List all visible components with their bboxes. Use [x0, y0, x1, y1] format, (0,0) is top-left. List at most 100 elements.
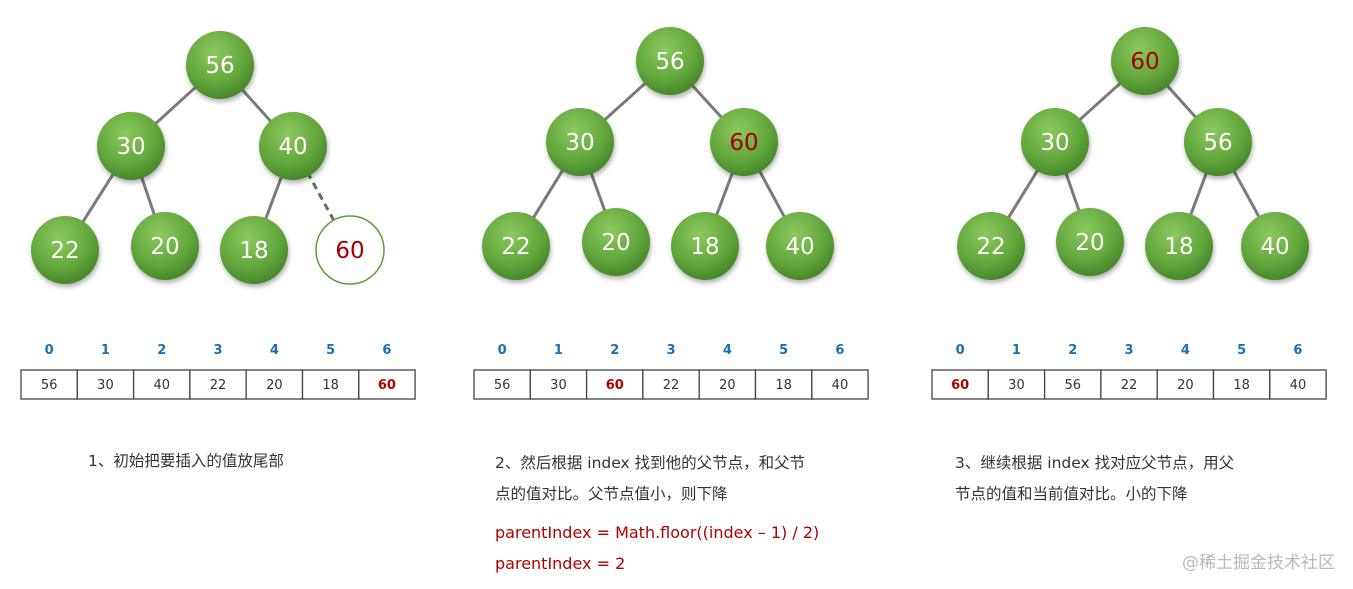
node-circle: [97, 112, 165, 180]
array-index: 4: [270, 343, 279, 358]
array-cell-value: 56: [494, 378, 511, 393]
node-value: 22: [501, 234, 530, 260]
panel-2-description: 2、然后根据 index 找到他的父节点，和父节 点的值对比。父节点值小，则下降: [495, 448, 805, 510]
tree-edge: [1231, 167, 1262, 221]
node-value: 22: [976, 234, 1005, 260]
array-index: 2: [157, 343, 166, 358]
node-circle: [1145, 212, 1213, 280]
node-value: 18: [1164, 234, 1193, 260]
tree-edge: [79, 170, 117, 226]
description-line: 点的值对比。父节点值小，则下降: [495, 485, 728, 503]
node-value: 30: [116, 134, 145, 160]
node-circle: [220, 216, 288, 284]
node-value: 22: [50, 238, 79, 264]
array-cell: [1156, 369, 1215, 400]
node-value: 20: [150, 234, 179, 260]
tree-edge-dashed: [306, 171, 337, 225]
array-cell-value: 18: [1233, 378, 1250, 393]
tree-edge: [1188, 169, 1209, 219]
node-value: 60: [729, 130, 758, 156]
tree-edge: [689, 82, 725, 121]
tree-edge: [1076, 79, 1124, 124]
array-cell-value: 60: [378, 378, 396, 393]
node-circle: [957, 212, 1025, 280]
array-cell: [931, 369, 989, 400]
tree-node-new: 60: [315, 215, 385, 285]
panel-2-code: parentIndex = Math.floor((index – 1) / 2…: [495, 517, 819, 579]
tree-node: 56: [1184, 108, 1252, 176]
tree-node: 40: [1241, 212, 1309, 280]
array-cell: [811, 369, 869, 400]
tree-node: 30: [546, 108, 614, 176]
tree-node: 60: [710, 108, 778, 176]
tree-edge: [756, 167, 788, 221]
node-value: 18: [239, 238, 268, 264]
node-circle: [31, 216, 99, 284]
array-cell-value: 18: [775, 378, 792, 393]
array-cell: [132, 369, 191, 400]
array-cell-value: 18: [322, 378, 339, 393]
node-circle: [766, 212, 834, 280]
node-circle: [1184, 108, 1252, 176]
tree-edge: [601, 79, 649, 124]
node-value: 56: [205, 53, 234, 79]
array-cell-value: 56: [1064, 378, 1081, 393]
array-cell: [358, 369, 416, 400]
array-cell-value: 22: [663, 378, 680, 393]
watermark: @稀土掘金技术社区: [1182, 553, 1335, 573]
node-circle: [546, 108, 614, 176]
description-line: 3、继续根据 index 找对应父节点，用父: [955, 454, 1235, 472]
array-cell: [189, 369, 247, 400]
array-index: 3: [667, 343, 676, 358]
array-index: 2: [1068, 343, 1077, 358]
node-circle: [186, 31, 254, 99]
tree-node: 40: [259, 112, 327, 180]
node-circle: [315, 215, 385, 285]
tree-node: 22: [482, 212, 550, 280]
array-index: 6: [382, 343, 391, 358]
code-line: parentIndex = 2: [495, 554, 626, 573]
tree-node: 20: [582, 208, 650, 276]
node-circle: [710, 108, 778, 176]
node-value: 60: [1130, 49, 1159, 75]
array-index: 5: [326, 343, 335, 358]
array-cell-value: 56: [41, 378, 58, 393]
description-line: 2、然后根据 index 找到他的父节点，和父节: [495, 454, 806, 472]
tree-node: 30: [1021, 108, 1089, 176]
description-line: 1、初始把要插入的值放尾部: [88, 452, 284, 470]
node-circle: [1021, 108, 1089, 176]
array-index: 0: [45, 343, 54, 358]
tree-node: 56: [636, 27, 704, 95]
tree-edge: [714, 169, 735, 219]
tree-node: 18: [220, 216, 288, 284]
array-cell-value: 22: [1121, 378, 1138, 393]
array-cell-value: 60: [606, 378, 624, 393]
node-value: 56: [655, 49, 684, 75]
array-cell-value: 40: [153, 378, 170, 393]
array-cell: [76, 369, 135, 400]
tree-edge: [152, 84, 199, 127]
array-cell: [987, 369, 1046, 400]
tree-edge: [530, 166, 566, 222]
code-line: parentIndex = Math.floor((index – 1) / 2…: [495, 523, 820, 542]
node-value: 40: [1260, 234, 1289, 260]
description-line: 节点的值和当前值对比。小的下降: [955, 485, 1188, 503]
array-index: 0: [956, 343, 965, 358]
tree-node: 20: [1056, 208, 1124, 276]
array-index: 1: [101, 343, 110, 358]
node-value: 30: [565, 130, 594, 156]
array-index: 4: [723, 343, 732, 358]
array-cell-value: 22: [210, 378, 227, 393]
array-index: 1: [554, 343, 563, 358]
array-index: 0: [498, 343, 507, 358]
array-index: 3: [1125, 343, 1134, 358]
node-value: 40: [785, 234, 814, 260]
node-value: 40: [278, 134, 307, 160]
node-circle: [482, 212, 550, 280]
array-index: 6: [835, 343, 844, 358]
tree-node: 22: [31, 216, 99, 284]
